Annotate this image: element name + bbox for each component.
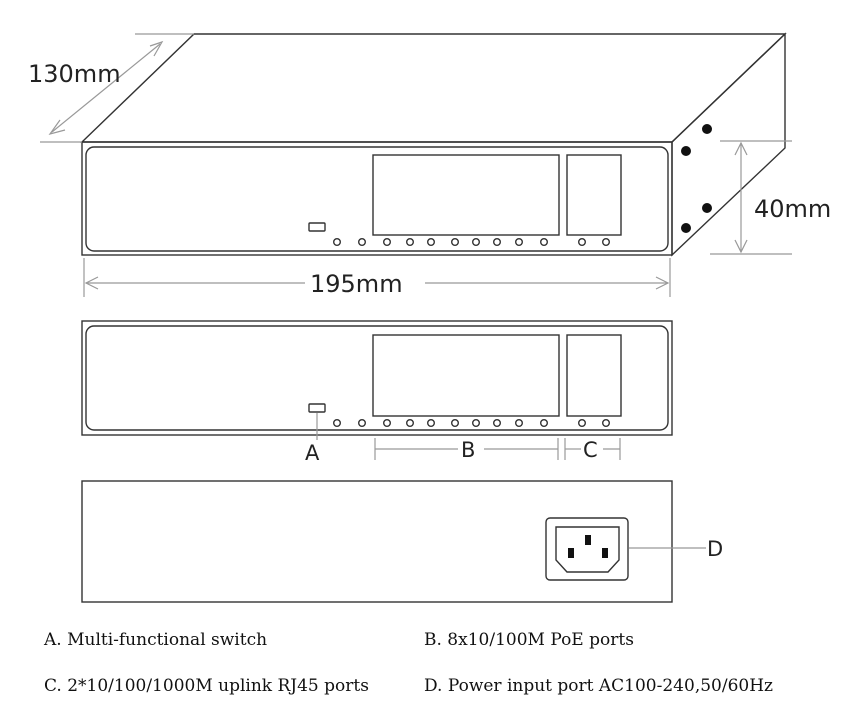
front-view-panel-inset <box>85 325 669 431</box>
led <box>493 237 502 246</box>
depth-arrowhead <box>149 40 164 57</box>
led <box>383 419 392 428</box>
height-label: 40mm <box>754 195 831 223</box>
led <box>406 419 415 428</box>
top-face <box>80 33 787 143</box>
width-arrowhead <box>84 276 99 290</box>
led <box>358 419 367 428</box>
front-view <box>81 320 673 436</box>
depth-dimension-line <box>51 43 161 133</box>
led <box>515 419 524 428</box>
socket-pin <box>568 548 574 558</box>
legend-item-b: B. 8x10/100M PoE ports <box>424 630 634 650</box>
front-view-outline <box>81 320 673 436</box>
width-dimension <box>83 258 671 297</box>
width-arrowhead <box>655 276 670 290</box>
callout-b-label: B <box>461 438 475 462</box>
led <box>406 237 415 246</box>
led <box>472 237 481 246</box>
legend-item-d: D. Power input port AC100-240,50/60Hz <box>424 676 773 696</box>
led <box>427 419 436 428</box>
led <box>427 237 436 246</box>
led <box>602 237 611 246</box>
legend-item-a: A. Multi-functional switch <box>44 630 268 650</box>
led <box>578 237 587 246</box>
screw <box>681 223 691 233</box>
socket-pin <box>585 535 591 545</box>
depth-dimension <box>40 33 194 143</box>
led-row <box>333 237 611 246</box>
height-arrowhead <box>734 239 748 254</box>
screw <box>702 203 712 213</box>
front-view-poe-window <box>372 334 560 417</box>
front-view-uplink-window <box>566 334 622 417</box>
multi-function-switch <box>308 222 326 232</box>
callout-c-label: C <box>583 438 598 462</box>
led <box>515 237 524 246</box>
depth-label: 130mm <box>28 60 121 88</box>
front-face <box>81 141 673 256</box>
callout-c-bracket <box>564 438 621 460</box>
led <box>472 419 481 428</box>
power-socket-outer <box>545 517 629 581</box>
led <box>578 419 587 428</box>
power-socket-inner <box>555 526 620 573</box>
callout-d-label: D <box>707 537 723 561</box>
led <box>358 237 367 246</box>
led <box>451 419 460 428</box>
led <box>540 419 549 428</box>
side-screws <box>681 124 712 233</box>
led <box>451 237 460 246</box>
front-view-switch <box>308 403 326 413</box>
legend-item-c: C. 2*10/100/1000M uplink RJ45 ports <box>44 676 369 696</box>
led <box>333 419 342 428</box>
screw <box>702 124 712 134</box>
rear-view <box>81 480 673 603</box>
led <box>493 419 502 428</box>
front-panel-inset <box>85 146 669 252</box>
isometric-view <box>80 32 787 257</box>
front-view-led-row <box>333 419 611 428</box>
callout-b-bracket <box>374 438 559 460</box>
led <box>540 237 549 246</box>
height-dimension <box>710 140 792 255</box>
callout-a-label: A <box>305 441 320 465</box>
screw <box>681 146 691 156</box>
led <box>383 237 392 246</box>
socket-pin <box>602 548 608 558</box>
led <box>333 237 342 246</box>
power-socket-pins <box>568 535 608 558</box>
width-label: 195mm <box>310 270 403 298</box>
led <box>602 419 611 428</box>
depth-arrowhead <box>48 119 66 136</box>
uplink-port-window <box>566 154 622 236</box>
poe-port-window <box>372 154 560 236</box>
rear-view-outline <box>81 480 673 603</box>
height-arrowhead <box>734 141 748 156</box>
